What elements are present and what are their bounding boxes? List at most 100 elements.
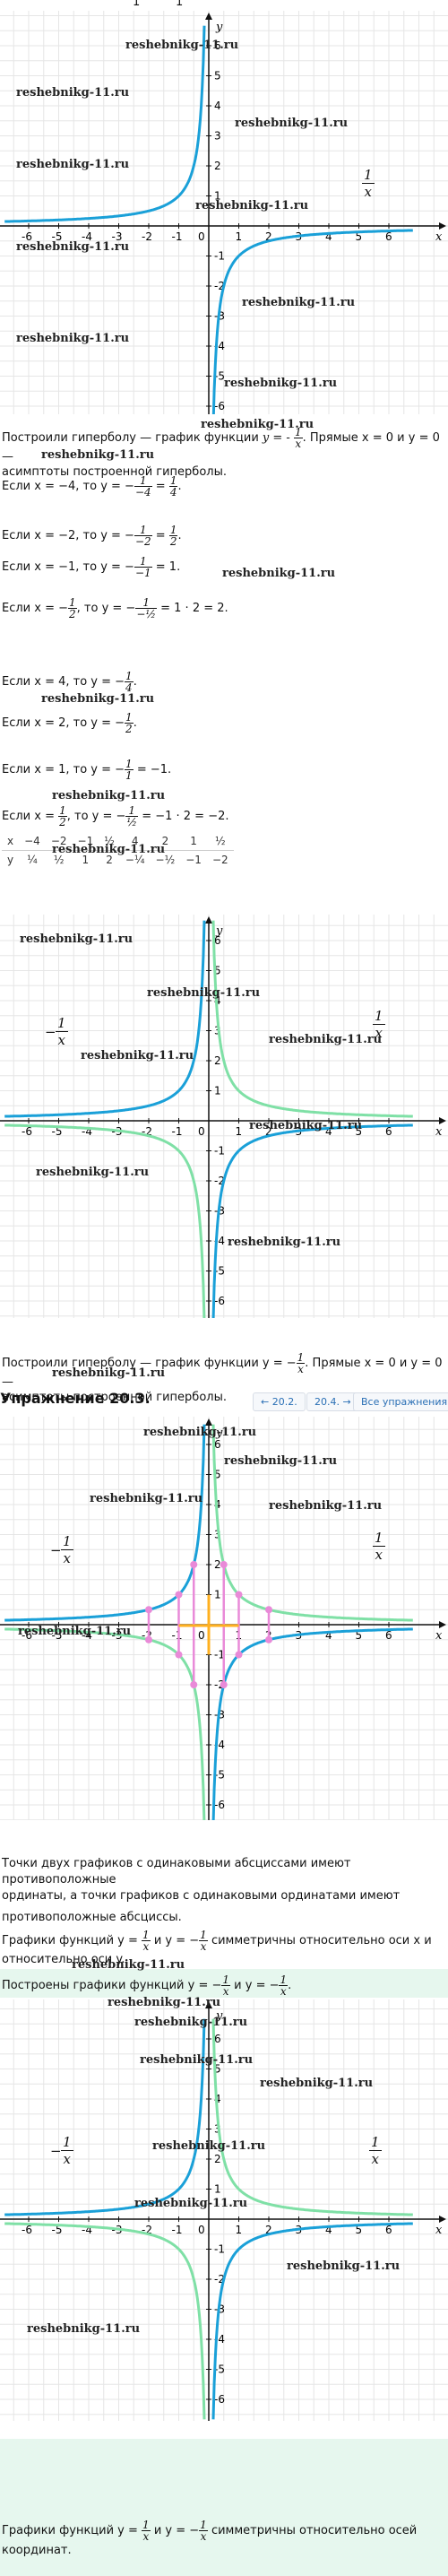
watermark: reshebnikg-11.ru — [195, 199, 309, 212]
tick-label: -6 — [22, 1629, 32, 1642]
tick-label: -2 — [142, 1629, 152, 1642]
next-exercise-link[interactable]: 20.4. → — [306, 1392, 359, 1411]
table-cell: ½ — [214, 835, 226, 847]
tick-label: 1 — [214, 2183, 221, 2196]
tick-label: -1 — [172, 1125, 183, 1138]
prev-exercise-link[interactable]: ← 20.2. — [253, 1392, 306, 1411]
watermark: reshebnikg-11.ru — [147, 986, 261, 1000]
tick-label: -6 — [214, 400, 225, 412]
tick-label: 5 — [214, 70, 221, 82]
tick-label: -6 — [214, 1799, 225, 1811]
watermark: reshebnikg-11.ru — [16, 332, 130, 345]
y-axis-label: y — [215, 21, 223, 34]
watermark: reshebnikg-11.ru — [260, 2077, 374, 2090]
tick-label: 1 — [214, 190, 221, 203]
y-axis-arrow — [205, 2001, 212, 2008]
tick-label: 6 — [214, 1438, 221, 1451]
tick-label: 1 — [236, 2224, 243, 2236]
tick-label: 2 — [214, 160, 221, 172]
tick-label: -1 — [214, 1145, 225, 1158]
tick-label: 2 — [214, 2153, 221, 2165]
y-axis-arrow — [205, 13, 212, 20]
tick-label: -5 — [214, 370, 225, 383]
table-cell: 4 — [131, 835, 139, 847]
watermark: reshebnikg-11.ru — [52, 843, 166, 856]
tick-label: -6 — [214, 2393, 225, 2406]
watermark: reshebnikg-11.ru — [228, 1236, 341, 1249]
tick-label: -4 — [82, 1125, 92, 1138]
tick-label: 6 — [214, 39, 221, 52]
watermark: reshebnikg-11.ru — [16, 240, 130, 254]
all-exercises-link[interactable]: Все упражнения — [353, 1392, 448, 1411]
y-axis-arrow — [205, 916, 212, 924]
tick-label: -2 — [142, 230, 152, 243]
hyperbola-branch — [211, 1123, 413, 1318]
point-marker — [190, 1561, 198, 1568]
point-marker — [265, 1635, 272, 1644]
tick-label: 0 — [198, 1629, 205, 1642]
tick-label: 5 — [356, 1629, 363, 1642]
highlight-band-2 — [0, 2439, 448, 2576]
watermark: reshebnikg-11.ru — [20, 932, 134, 946]
tick-label: 4 — [214, 100, 221, 112]
hyperbola-branch — [211, 920, 413, 1118]
table-cell: −½ — [155, 854, 176, 866]
tick-label: 5 — [356, 2224, 363, 2236]
tick-label: -6 — [214, 1295, 225, 1307]
hyperbola-branch — [4, 1424, 206, 1622]
hyperbola-branch — [211, 1424, 413, 1622]
tick-label: -2 — [214, 1175, 225, 1187]
exercise-title: Упражнение 20.3. — [0, 1390, 151, 1407]
hyperbola-branch — [4, 1123, 206, 1318]
hyperbola-branch — [4, 2018, 206, 2216]
tick-label: 4 — [325, 2224, 332, 2236]
watermark: reshebnikg-11.ru — [72, 1958, 185, 1972]
watermark: reshebnikg-11.ru — [269, 1033, 383, 1046]
table-cell: −1 — [77, 835, 94, 847]
tick-label: 4 — [325, 1629, 332, 1642]
tick-label: -1 — [172, 230, 183, 243]
point-marker — [220, 1561, 228, 1568]
point-marker — [175, 1651, 183, 1659]
tick-label: -1 — [214, 2243, 225, 2256]
top-tick-1: 1 — [133, 0, 141, 9]
tick-label: -4 — [214, 340, 225, 352]
y-axis-label: y — [215, 924, 223, 938]
tick-label: 6 — [385, 1629, 392, 1642]
hyperbola-branch — [4, 1627, 206, 1820]
table-cell: −1 — [185, 854, 202, 866]
tick-label: 5 — [214, 1469, 221, 1481]
table-cell: −4 — [24, 835, 40, 847]
tick-label: -2 — [214, 280, 225, 292]
watermark: reshebnikg-11.ru — [134, 2016, 248, 2029]
table-cell: −¼ — [125, 854, 145, 866]
tick-label: 4 — [325, 230, 332, 243]
table-cell: −2 — [50, 835, 67, 847]
tick-label: 6 — [214, 2033, 221, 2045]
tick-label: -5 — [52, 1629, 63, 1642]
tick-label: 2 — [265, 2224, 272, 2236]
watermark: reshebnikg-11.ru — [235, 117, 349, 130]
tick-label: -1 — [172, 2224, 183, 2236]
tick-label: 1 — [214, 1589, 221, 1601]
tick-label: 1 — [214, 1085, 221, 1097]
watermark: reshebnikg-11.ru — [41, 692, 155, 706]
tick-label: -1 — [214, 250, 225, 263]
tick-label: -6 — [22, 230, 32, 243]
point-marker — [175, 1591, 183, 1599]
tick-label: 0 — [198, 1125, 205, 1138]
x-axis-label: x — [435, 1629, 443, 1643]
watermark: reshebnikg-11.ru — [36, 1166, 150, 1179]
watermark: reshebnikg-11.ru — [242, 296, 356, 309]
x-axis-arrow — [439, 2216, 446, 2223]
watermark: reshebnikg-11.ru — [152, 2139, 266, 2153]
